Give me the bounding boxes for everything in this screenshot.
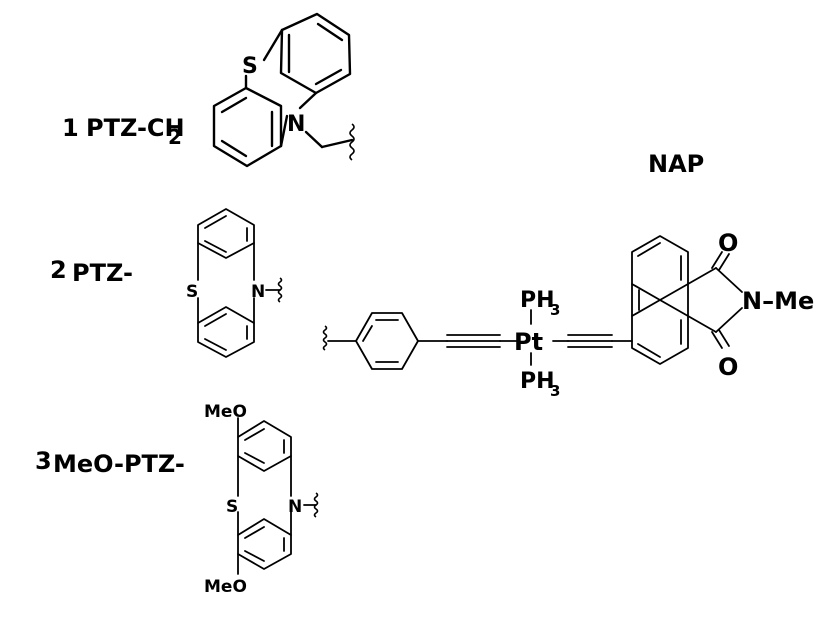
wavy-attachment-icon: [313, 492, 319, 518]
phosphine-bottom-subscript: 3: [550, 382, 560, 400]
item3-name: MeO-PTZ-: [53, 450, 185, 478]
phosphine-top: PH: [520, 288, 555, 313]
phosphine-top-subscript: 3: [550, 301, 560, 319]
benzene-ring: [197, 306, 255, 358]
sulfur-atom: S: [226, 497, 238, 517]
item3-label: 3 MeO-PTZ-: [35, 447, 185, 478]
imide-n-methyl: N–Me: [742, 287, 814, 315]
item2-number: 2: [50, 256, 67, 284]
wavy-attachment-icon: [322, 325, 328, 351]
oxygen-atom-top: O: [718, 229, 738, 257]
nitrogen-atom: N: [251, 282, 265, 302]
structure-ptz: S N: [186, 208, 283, 358]
item2-name: PTZ-: [72, 259, 133, 287]
benzene-ring: [279, 12, 352, 95]
structure-meo-ptz: MeO MeO S N: [204, 402, 319, 597]
item1-subscript: 2: [168, 125, 182, 149]
naphthalene-ring-top: [631, 235, 689, 301]
sulfur-atom: S: [186, 282, 198, 302]
methoxy-bottom: MeO: [204, 577, 247, 597]
nitrogen-atom: N: [287, 112, 305, 137]
sulfur-atom: S: [242, 54, 258, 79]
oxygen-atom-bottom: O: [718, 353, 738, 381]
wavy-attachment-icon: [277, 277, 283, 303]
benzene-ring: [355, 312, 419, 370]
structure-pt-acetylide-nap: Pt PH 3 PH 3 O O: [322, 229, 814, 400]
item1-name: PTZ-CH: [86, 114, 185, 142]
nitrogen-atom: N: [288, 497, 302, 517]
phosphine-bottom: PH: [520, 369, 555, 394]
item1-label: 1 PTZ-CH 2: [62, 114, 185, 149]
platinum-atom: Pt: [514, 328, 543, 356]
item3-number: 3: [35, 447, 52, 475]
structure-ptz-ch2: S N: [212, 12, 355, 168]
item1-number: 1: [62, 114, 79, 142]
methoxy-top: MeO: [204, 402, 247, 422]
wavy-attachment-icon: [349, 123, 355, 161]
nap-label: NAP: [648, 150, 704, 178]
item2-label: 2 PTZ-: [50, 256, 133, 287]
naphthalene-ring-bottom: [631, 299, 689, 365]
